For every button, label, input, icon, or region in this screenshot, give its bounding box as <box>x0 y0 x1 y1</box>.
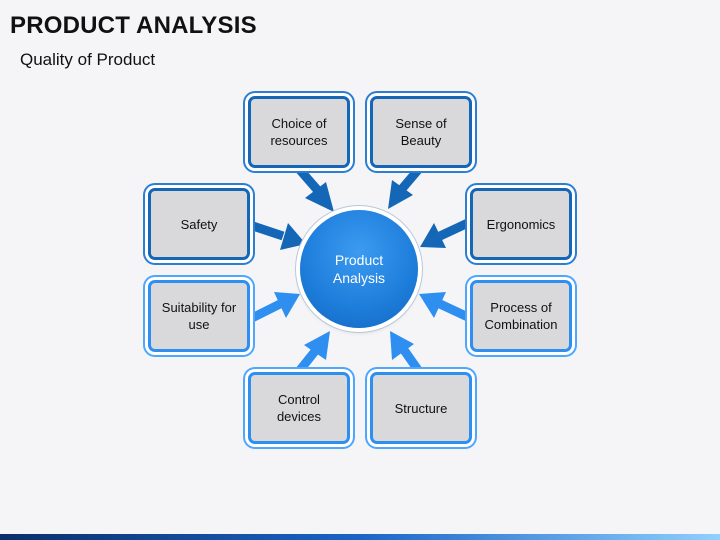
arrow-control-devices <box>296 331 330 373</box>
box-ergonomics: Ergonomics <box>470 188 572 260</box>
page-title: PRODUCT ANALYSIS <box>10 12 257 39</box>
box-label: Ergonomics <box>486 216 556 232</box>
center-label: Product Analysis <box>332 252 386 286</box>
box-label: Sense of Beauty <box>395 116 447 148</box>
box-label: Process of Combination <box>484 300 558 332</box>
arrow-choice-of-resources <box>296 167 334 212</box>
box-control-devices: Control devices <box>248 372 350 444</box>
arrow-process-of-combination <box>419 292 472 323</box>
box-sense-of-beauty: Sense of Beauty <box>370 96 472 168</box>
arrow-ergonomics <box>420 217 472 248</box>
page-subtitle: Quality of Product <box>20 50 156 69</box>
box-label: Choice of resources <box>270 116 328 148</box>
box-label: Suitability for use <box>161 300 237 332</box>
arrow-structure <box>390 331 422 373</box>
box-label: Control devices <box>276 392 322 424</box>
box-safety: Safety <box>148 188 250 260</box>
arrow-safety <box>248 220 306 250</box>
footer-gradient-bar <box>0 534 720 540</box>
box-structure: Structure <box>370 372 472 444</box>
arrow-sense-of-beauty <box>388 167 422 209</box>
arrow-suitability-for-use <box>249 292 300 323</box>
box-label: Safety <box>180 216 218 232</box>
box-label: Structure <box>394 400 448 416</box>
box-process-of-combination: Process of Combination <box>470 280 572 352</box>
box-suitability-for-use: Suitability for use <box>148 280 250 352</box>
center-circle-product-analysis: Product Analysis <box>300 210 418 328</box>
box-choice-of-resources: Choice of resources <box>248 96 350 168</box>
